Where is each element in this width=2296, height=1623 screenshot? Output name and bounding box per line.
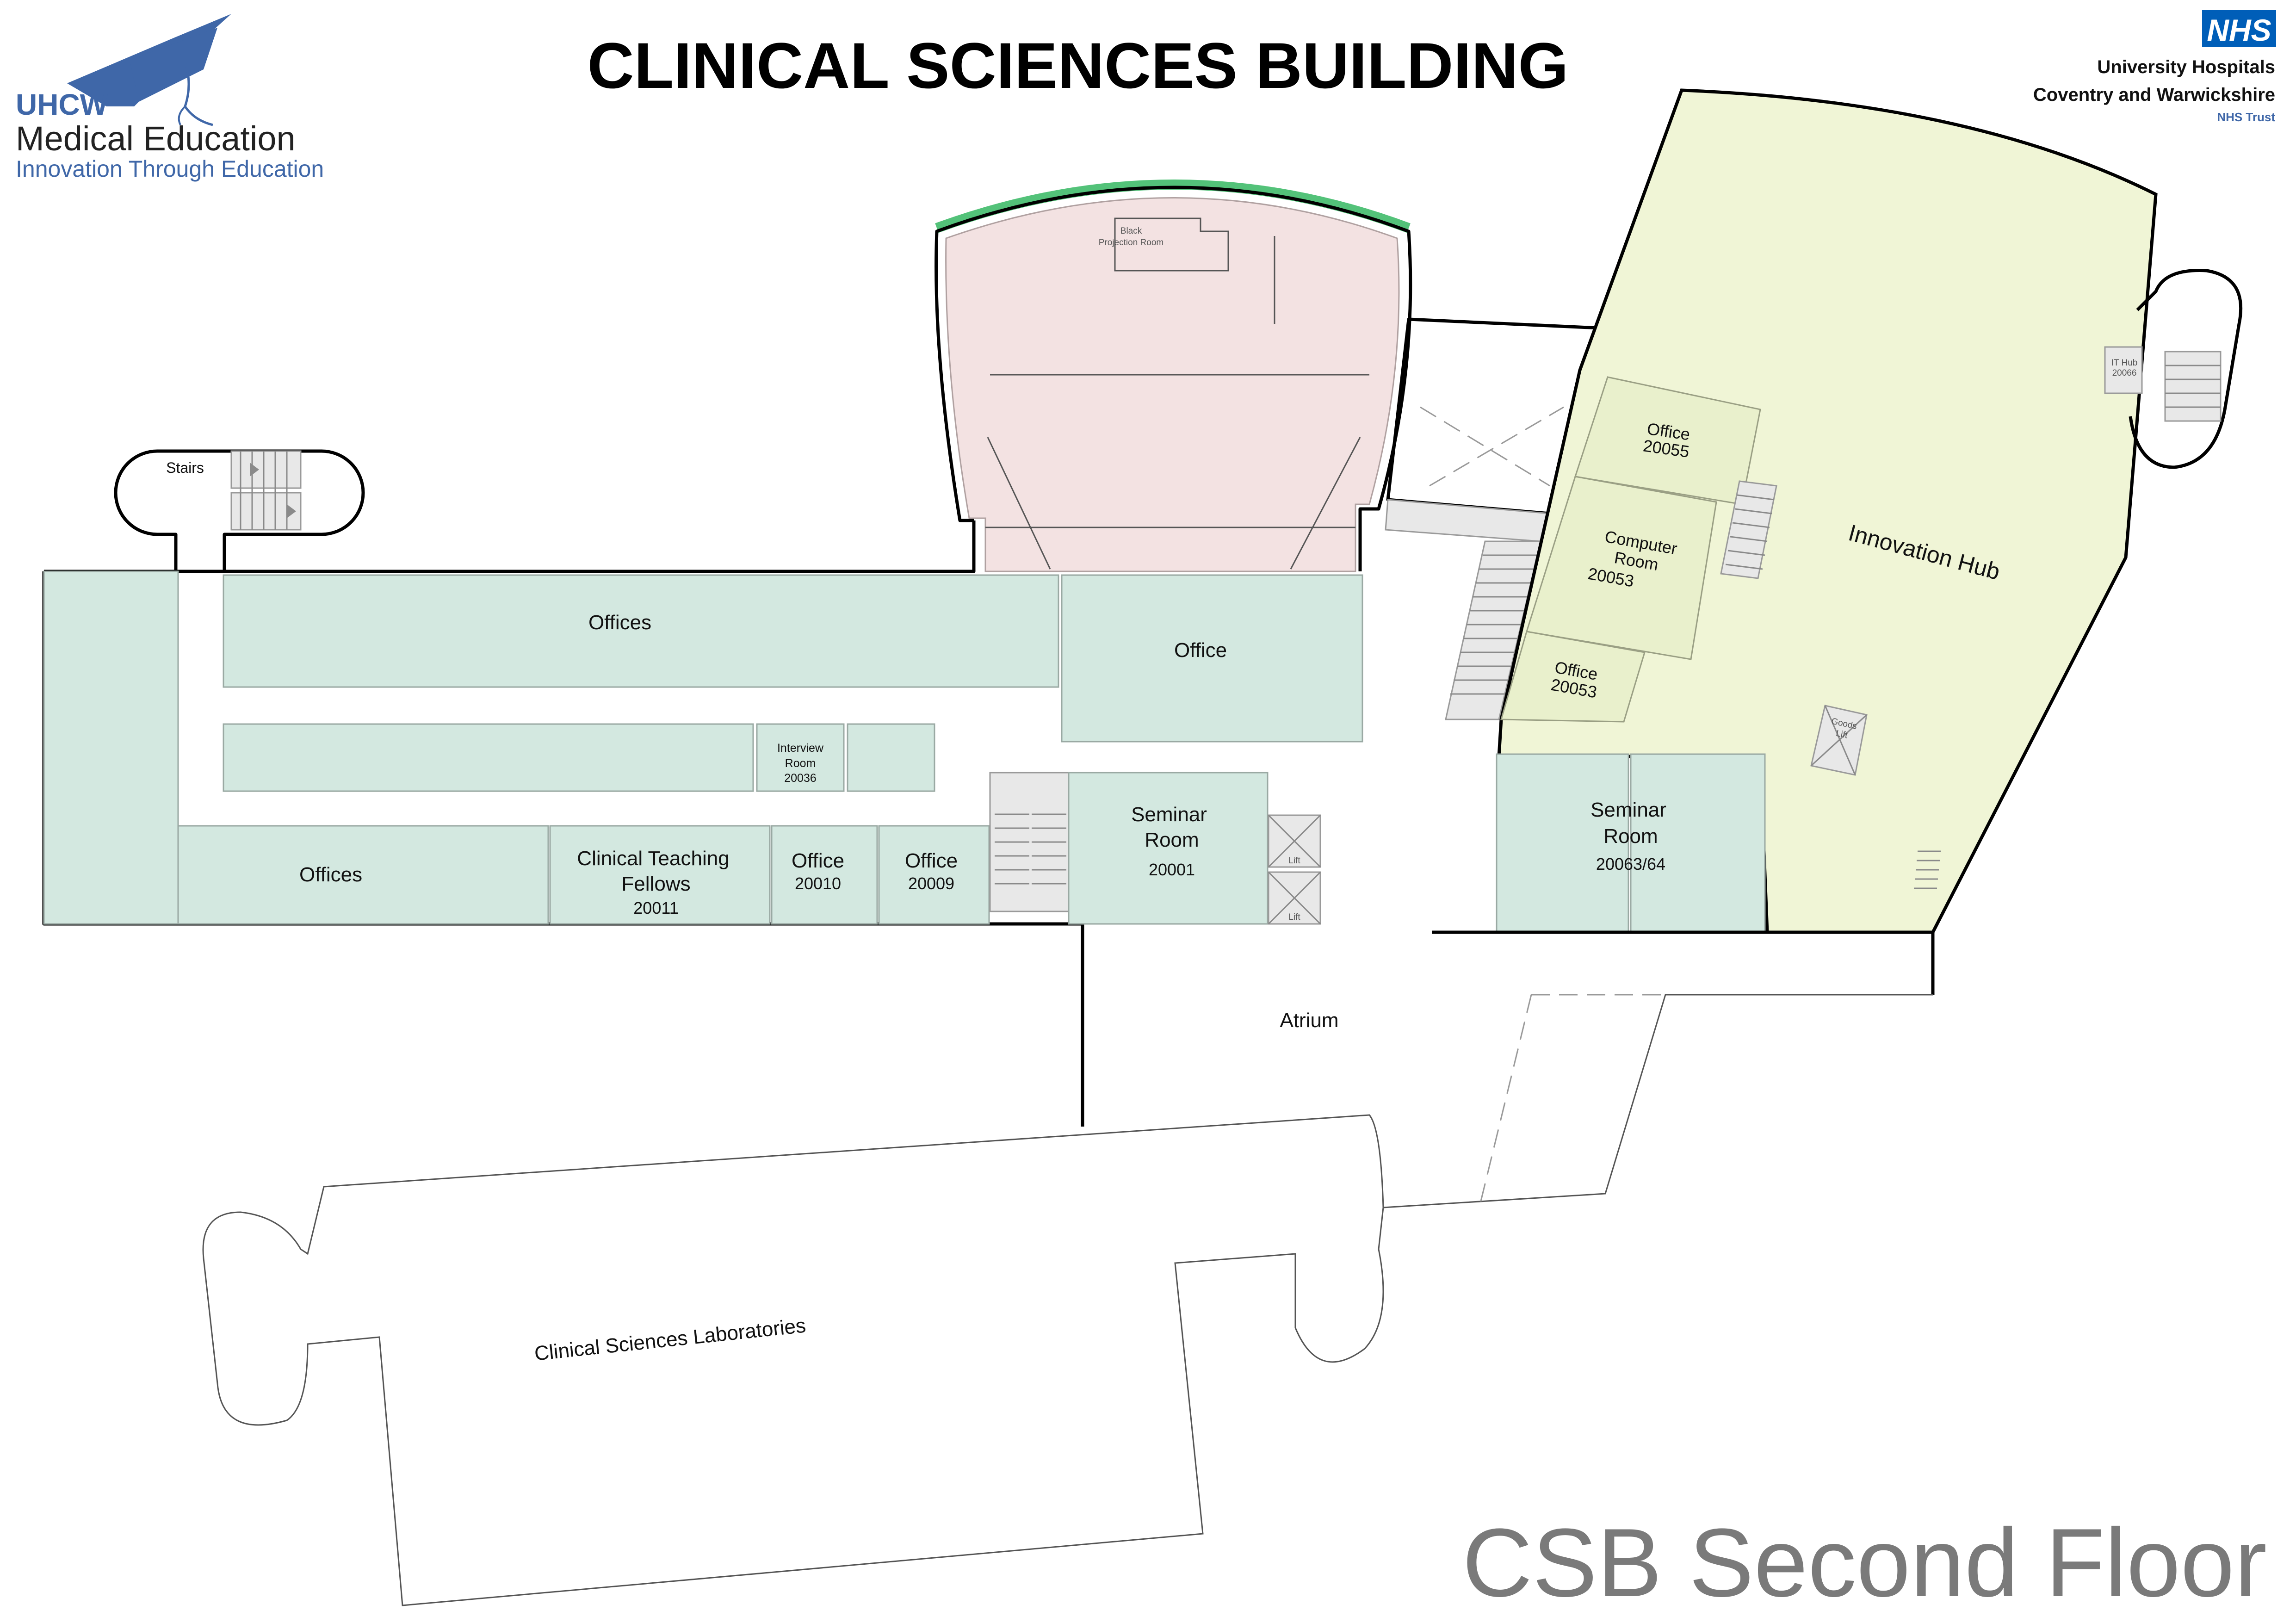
west-corridor-room[interactable] xyxy=(43,570,179,925)
logo-line2: Medical Education xyxy=(16,119,296,158)
room-office-20010[interactable] xyxy=(771,825,878,925)
room-interview-name1: Interview xyxy=(777,742,824,755)
it-hub-num: 20066 xyxy=(2112,368,2137,378)
room-office-large[interactable] xyxy=(1061,574,1363,743)
diagonal-stairs xyxy=(1445,540,1541,720)
east-outline xyxy=(1432,930,1935,995)
lift-2-label: Lift xyxy=(1288,912,1300,922)
black-projection-name1: Black xyxy=(1120,226,1142,236)
room-seminar-20063-num: 20063/64 xyxy=(1596,855,1665,873)
room-ctf-name1: Clinical Teaching xyxy=(577,847,729,870)
it-hub-stairs-icon xyxy=(2164,351,2222,422)
atrium-dashed-line xyxy=(1479,994,1532,1203)
it-hub-pod: IT Hub 20066 xyxy=(2104,269,2243,469)
room-seminar-20001-num: 20001 xyxy=(1149,860,1195,879)
room-strip[interactable] xyxy=(223,723,754,792)
clinical-sciences-laboratories[interactable] xyxy=(202,1114,1384,1606)
room-seminar-20063-name1: Seminar xyxy=(1590,799,1666,821)
room-offices-top-label: Offices xyxy=(588,611,651,634)
room-seminar-20063-name2: Room xyxy=(1603,825,1658,848)
room-office-20010-num: 20010 xyxy=(795,874,841,893)
stairs-label: Stairs xyxy=(166,459,204,476)
room-seminar-20001-name2: Room xyxy=(1145,829,1199,851)
lecture-theatre: Black Projection Room xyxy=(934,180,1412,572)
room-offices-top[interactable] xyxy=(223,574,1059,688)
logo-line1: UHCW xyxy=(16,88,108,121)
room-ctf-name2: Fellows xyxy=(621,873,690,895)
hub-stairs xyxy=(1720,480,1777,579)
lift-1[interactable]: Lift xyxy=(1268,814,1321,868)
goods-lift[interactable]: Goods Lift xyxy=(1810,705,1868,776)
stairs-icon xyxy=(230,450,302,531)
room-clinical-teaching-fellows[interactable] xyxy=(549,825,771,925)
it-hub-name: IT Hub xyxy=(2111,358,2138,368)
nhs-line1: University Hospitals xyxy=(2097,57,2275,77)
page-title: CLINICAL SCIENCES BUILDING xyxy=(588,29,1569,102)
green-roof xyxy=(935,180,1411,233)
stair-core xyxy=(989,772,1070,912)
room-interview-name2: Room xyxy=(785,757,816,770)
nhs-badge: NHS xyxy=(2207,13,2271,47)
room-interview[interactable] xyxy=(756,723,845,792)
room-small-office[interactable] xyxy=(847,723,935,792)
lift-1-label: Lift xyxy=(1288,856,1300,866)
it-hub-room[interactable] xyxy=(2104,346,2143,394)
room-seminar-20001[interactable] xyxy=(1068,772,1269,925)
uhcw-logo: UHCW Medical Education Innovation Throug… xyxy=(16,14,324,182)
hub-east-stair xyxy=(1914,850,1941,889)
black-projection-name2: Projection Room xyxy=(1099,238,1163,248)
room-computer-20053[interactable] xyxy=(1526,476,1717,660)
room-office-large-label: Office xyxy=(1174,639,1227,662)
void-area xyxy=(1385,317,1612,542)
room-office-20009-num: 20009 xyxy=(908,874,954,893)
nhs-line3: NHS Trust xyxy=(2217,110,2275,124)
room-office-20053[interactable] xyxy=(1500,631,1646,723)
atrium-east-wall xyxy=(1383,994,1933,1208)
room-seminar-20063-east[interactable] xyxy=(1630,753,1766,933)
room-office-20009-name: Office xyxy=(905,849,958,872)
room-interview-num: 20036 xyxy=(784,772,817,785)
room-seminar-20001-name1: Seminar xyxy=(1131,803,1207,826)
atrium-label: Atrium xyxy=(1280,1009,1338,1032)
graduation-cap-icon xyxy=(67,14,231,126)
innovation-hub[interactable] xyxy=(1497,88,2158,934)
floor-label: CSB Second Floor xyxy=(1462,1508,2267,1617)
room-offices-bottom-label: Offices xyxy=(299,863,362,886)
room-seminar-20063-west[interactable] xyxy=(1496,753,1629,933)
lift-2[interactable]: Lift xyxy=(1268,871,1321,925)
room-office-20010-name: Office xyxy=(792,849,844,872)
room-ctf-num: 20011 xyxy=(633,898,678,917)
room-office-20009[interactable] xyxy=(878,825,990,925)
logo-line3: Innovation Through Education xyxy=(16,156,324,182)
room-offices-bottom[interactable] xyxy=(177,825,549,925)
stairs-pod: Stairs xyxy=(114,449,365,571)
nhs-logo: NHS University Hospitals Coventry and Wa… xyxy=(2033,10,2276,124)
nhs-line2: Coventry and Warwickshire xyxy=(2033,85,2275,105)
